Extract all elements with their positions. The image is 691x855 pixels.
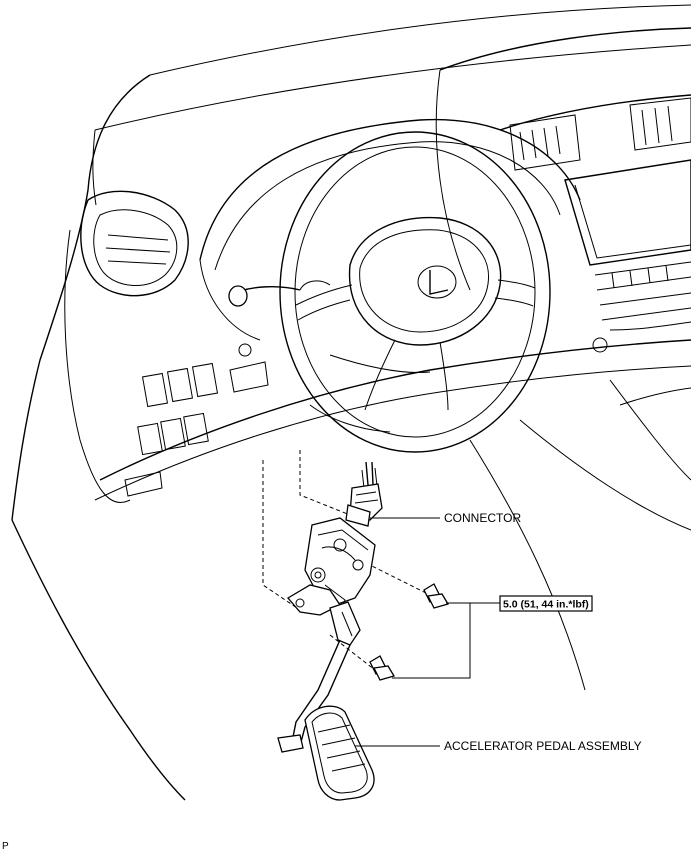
pedal-assembly-label: ACCELERATOR PEDAL ASSEMBLY [444,739,642,753]
callouts [355,517,500,747]
torque-label: 5.0 (51, 44 in.*lbf) [503,599,589,611]
illustration-code: P [2,841,9,852]
connector [345,461,383,527]
torque-box [499,595,593,612]
bolt-lower [369,655,395,681]
pedal-housing [287,517,376,646]
connector-label: CONNECTOR [444,511,521,525]
bolt-upper [423,583,449,609]
steering-wheel [279,131,551,453]
dashboard [11,4,691,801]
install-guides [262,450,431,671]
accelerator-pedal [277,639,375,801]
